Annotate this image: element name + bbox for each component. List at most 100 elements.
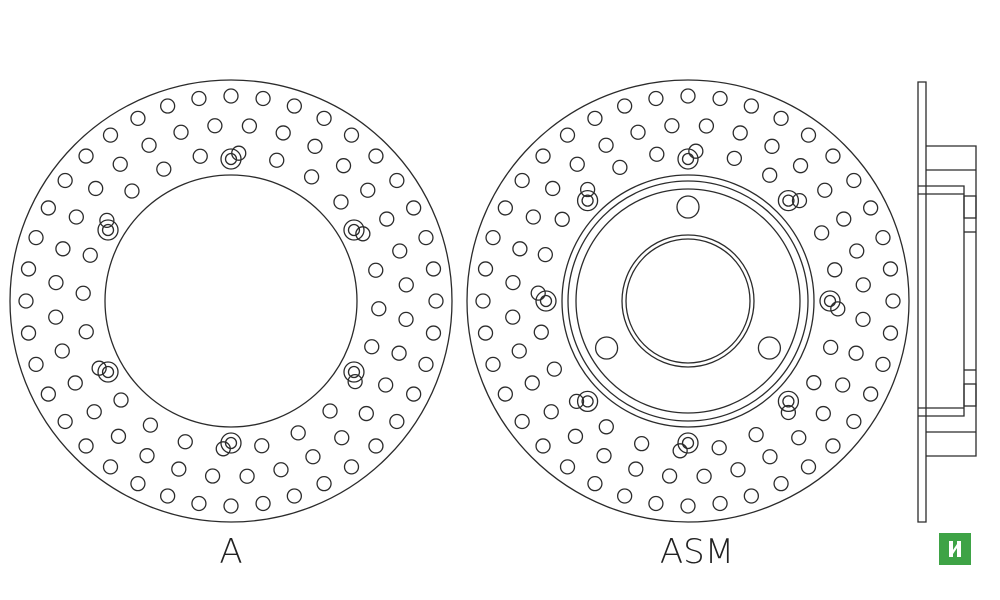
drill-hole: [762, 167, 778, 183]
drill-hole: [20, 325, 37, 341]
drill-hole: [398, 311, 414, 328]
drill-hole: [543, 404, 559, 420]
rivet-profile: [963, 383, 977, 407]
rivet-hole: [782, 395, 795, 408]
drill-hole: [711, 440, 727, 456]
drill-hole: [334, 430, 350, 446]
drill-hole: [40, 386, 56, 402]
drill-hole: [648, 90, 664, 107]
center-bore-chamfer: [625, 238, 751, 364]
drill-hole: [78, 148, 94, 164]
drill-hole: [303, 169, 320, 185]
lightning-n-logo-icon: [939, 533, 971, 565]
drill-hole: [680, 88, 696, 104]
drill-hole: [406, 386, 422, 402]
drill-hole: [800, 459, 817, 475]
drill-hole: [633, 436, 650, 452]
drill-hole: [875, 356, 891, 372]
drill-hole: [630, 124, 646, 140]
drill-hole: [418, 356, 434, 372]
drill-hole: [698, 118, 715, 134]
drill-hole: [579, 181, 596, 198]
drill-hole: [223, 88, 239, 104]
mount-boss: [343, 361, 365, 383]
mount-hole: [224, 436, 238, 450]
rivet-hole: [539, 294, 553, 308]
mount-hole: [347, 223, 361, 237]
rivet-boss: [677, 148, 699, 170]
mount-hole: [347, 365, 361, 379]
disc-thickness: [917, 81, 927, 523]
drill-hole: [57, 413, 73, 430]
drill-hole: [664, 118, 680, 134]
drill-hole: [743, 488, 759, 504]
drill-hole: [191, 90, 207, 107]
disc-side-profile: [917, 81, 977, 523]
drill-hole: [173, 124, 189, 140]
drill-hole: [648, 495, 664, 512]
drill-hole: [511, 343, 527, 359]
drill-hole: [392, 243, 408, 259]
drill-hole: [537, 246, 553, 263]
drill-hole: [825, 148, 841, 164]
disc-a-label: A: [219, 532, 243, 572]
drill-hole: [823, 339, 839, 356]
rivet-boss: [576, 390, 599, 413]
drill-hole: [48, 309, 64, 325]
drill-hole: [726, 150, 743, 166]
rivet-boss: [576, 189, 599, 212]
drill-hole: [855, 311, 871, 328]
drill-hole: [78, 324, 94, 340]
drill-hole: [418, 230, 434, 246]
drill-hole: [406, 200, 422, 216]
drill-hole: [347, 373, 363, 390]
drill-hole: [124, 183, 140, 199]
drill-hole: [649, 146, 665, 162]
drill-hole: [379, 211, 395, 227]
drill-hole: [568, 393, 585, 410]
mount-boss: [97, 361, 119, 383]
drill-hole: [191, 495, 207, 512]
drill-hole: [533, 324, 549, 340]
center-bore: [621, 234, 755, 368]
drill-hole: [130, 476, 146, 492]
drill-hole: [160, 488, 176, 504]
drill-hole: [814, 225, 830, 241]
drill-hole: [730, 462, 746, 478]
drill-hole: [712, 90, 728, 107]
drill-hole: [827, 262, 843, 278]
disc-asm-front-view: [466, 79, 910, 523]
drill-hole: [535, 148, 551, 164]
drill-hole: [275, 125, 291, 141]
hub-step: [567, 180, 809, 422]
drill-hole: [99, 212, 115, 229]
mount-boss: [343, 219, 365, 241]
drill-hole: [269, 152, 285, 168]
drill-hole: [885, 293, 901, 309]
drill-hole: [102, 127, 119, 143]
drill-hole: [78, 438, 94, 454]
rivet-hole: [681, 152, 695, 166]
drill-hole: [368, 148, 384, 164]
drill-hole: [335, 158, 352, 174]
drill-hole: [273, 462, 289, 478]
drill-hole: [358, 405, 374, 422]
logo-mark: [949, 541, 961, 557]
hub-profile: [926, 145, 977, 457]
drill-hole: [830, 301, 846, 317]
drill-hole: [316, 110, 332, 126]
drill-hole: [815, 405, 831, 422]
drill-hole: [748, 427, 764, 443]
drill-hole: [20, 261, 37, 277]
drill-hole: [524, 375, 540, 391]
rivet-hole: [581, 395, 594, 408]
disc-a-front-view: [9, 79, 453, 523]
drill-hole: [628, 461, 644, 477]
drill-hole: [855, 277, 871, 293]
drill-hole: [75, 285, 91, 301]
drill-hole: [477, 261, 494, 277]
drill-hole: [102, 459, 119, 475]
drill-hole: [780, 404, 797, 421]
drill-hole: [525, 209, 541, 225]
drill-hole: [82, 247, 98, 263]
